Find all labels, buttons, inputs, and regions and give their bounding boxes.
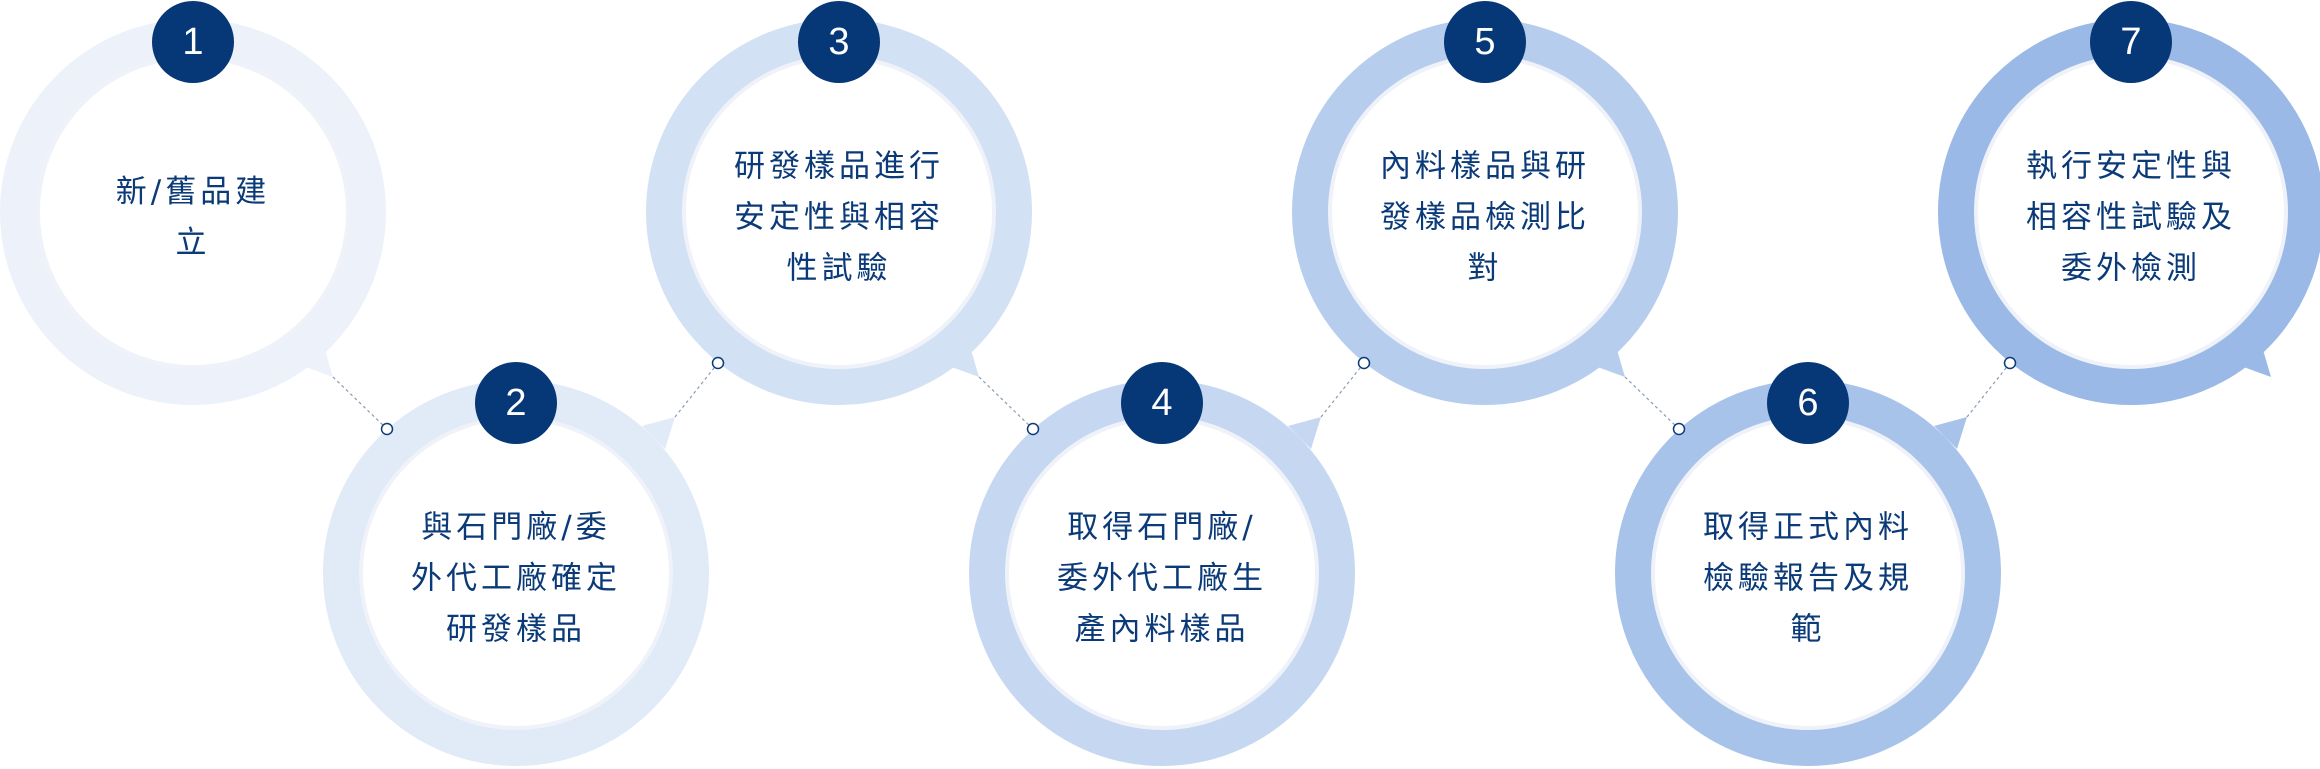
step-label-line: 立 bbox=[175, 225, 211, 261]
connector-dot bbox=[1026, 422, 1040, 436]
step-label: 與石門廠/委外代工廠確定研發樣品 bbox=[386, 503, 646, 656]
step-label-line: 範 bbox=[1790, 611, 1826, 648]
connector-line bbox=[674, 362, 719, 418]
step-number-badge bbox=[152, 1, 234, 83]
connector-dot bbox=[1357, 356, 1371, 370]
step-number: 4 bbox=[1151, 382, 1173, 424]
step-number-badge bbox=[1121, 362, 1203, 444]
step-number: 5 bbox=[1474, 21, 1496, 63]
connector-dot bbox=[380, 422, 394, 436]
step-label-line: 研發樣品進行 bbox=[734, 148, 944, 185]
connector-dot bbox=[711, 356, 725, 370]
step-label-line: 外代工廠確定 bbox=[411, 560, 621, 597]
connector-line bbox=[332, 376, 388, 430]
step-label-line: 產內料樣品 bbox=[1074, 611, 1250, 648]
step-label: 新/舊品建立 bbox=[63, 167, 323, 269]
step-label-line: 相容性試驗及 bbox=[2026, 199, 2236, 236]
step-number: 1 bbox=[182, 21, 204, 63]
step-label-line: 對 bbox=[1467, 250, 1503, 287]
step-number: 3 bbox=[828, 21, 850, 63]
step-label-line: 新/舊品建 bbox=[115, 174, 271, 210]
step-label: 研發樣品進行安定性與相容性試驗 bbox=[709, 142, 969, 295]
step-label-line: 取得正式內料 bbox=[1703, 509, 1913, 546]
step-label-line: 與石門廠/委 bbox=[421, 509, 611, 546]
step-label-line: 委外代工廠生 bbox=[1057, 560, 1267, 597]
step-label-line: 發樣品檢測比 bbox=[1380, 199, 1590, 236]
step-number-badge bbox=[1767, 362, 1849, 444]
step-label-line: 委外檢測 bbox=[2061, 250, 2201, 287]
connector-line bbox=[1320, 362, 1365, 418]
step-number: 2 bbox=[505, 382, 527, 424]
step-label: 內料樣品與研發樣品檢測比對 bbox=[1355, 142, 1615, 295]
step-label-line: 安定性與相容 bbox=[734, 199, 944, 236]
step-number-badge bbox=[798, 1, 880, 83]
step-number-badge bbox=[2090, 1, 2172, 83]
connector-dot bbox=[1672, 422, 1686, 436]
step-label-line: 執行安定性與 bbox=[2026, 148, 2236, 185]
step-number-badge bbox=[475, 362, 557, 444]
step-number: 6 bbox=[1797, 382, 1819, 424]
step-label-line: 性試驗 bbox=[786, 250, 892, 287]
step-label: 取得正式內料檢驗報告及規範 bbox=[1678, 503, 1938, 656]
step-label-line: 研發樣品 bbox=[446, 611, 586, 648]
step-label-line: 檢驗報告及規 bbox=[1703, 560, 1913, 597]
pointer-tail bbox=[1934, 417, 1967, 449]
connector-dot bbox=[2003, 356, 2017, 370]
pointer-tail bbox=[1288, 417, 1321, 449]
connector-line bbox=[1624, 376, 1680, 430]
pointer-tail bbox=[642, 417, 675, 449]
connector-line bbox=[1966, 362, 2011, 418]
step-label-line: 取得石門廠/ bbox=[1067, 509, 1257, 546]
step-number: 7 bbox=[2120, 21, 2142, 63]
step-label-line: 內料樣品與研 bbox=[1380, 148, 1590, 185]
step-number-badge bbox=[1444, 1, 1526, 83]
step-label: 執行安定性與相容性試驗及委外檢測 bbox=[2001, 142, 2261, 295]
connector-line bbox=[978, 376, 1034, 430]
step-label: 取得石門廠/委外代工廠生產內料樣品 bbox=[1032, 503, 1292, 656]
